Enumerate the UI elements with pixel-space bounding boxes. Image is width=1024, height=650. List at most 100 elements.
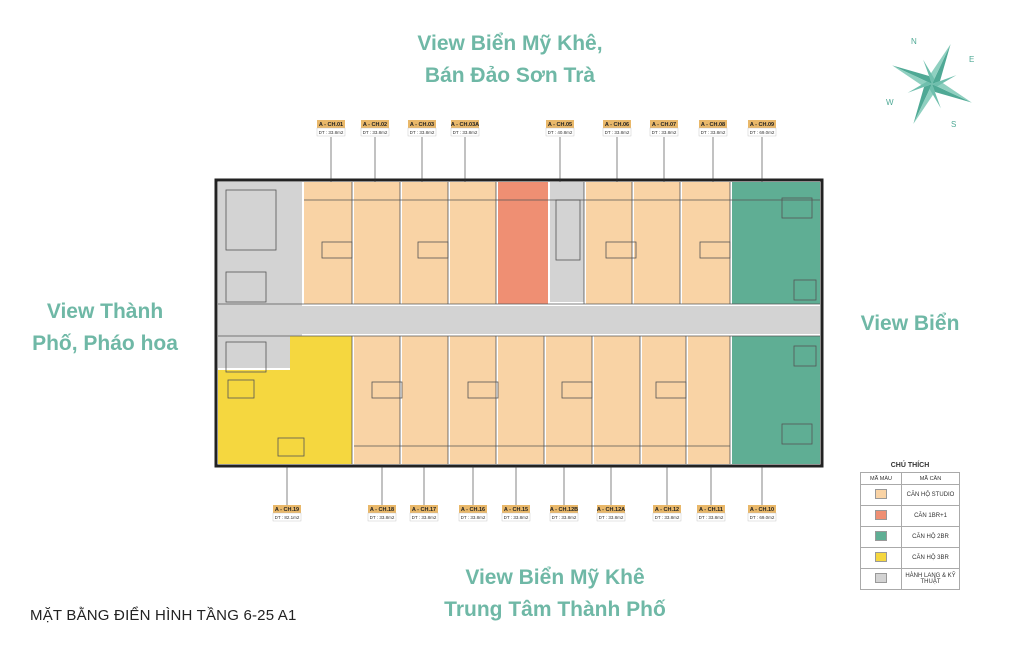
tag-code-bg [653,505,681,513]
tag-area: DT : 33.8m2 [701,130,726,135]
tag-area-bg [698,127,728,137]
view-right-label: View Biển [860,312,960,335]
view-bottom-line1: View Biển Mỹ Khê [465,566,645,589]
core-left [218,182,302,368]
tag-area-bg [407,127,437,137]
tag-code-bg [597,505,625,513]
unit-ch18 [354,336,400,464]
tag-code: A - CH.07 [652,122,676,128]
tag-code-bg [451,120,479,128]
tag-code: A - CH.02 [363,122,387,128]
unit-ch12a [594,336,640,464]
tag-area-bg [596,512,626,522]
legend: CHÚ THÍCH MÃ MÀU MÃ CĂN CĂN HỘ STUDIO CĂ… [860,462,960,590]
legend-swatch [875,552,887,562]
tag-area: DT : 33.8m2 [552,515,577,520]
tag-code: A - CH.12A [597,507,625,513]
tag-code-bg [317,120,345,128]
view-top-label: View Biển Mỹ Khê, Bán Đảo Sơn Trà [340,28,680,92]
legend-swatch [875,510,887,520]
tag-area: DT : 69.0m2 [750,515,775,520]
tag-area-bg [458,512,488,522]
tag-code: A - CH.08 [701,122,725,128]
unit-tag-top-7: A - CH.08 DT : 33.8m2 [698,120,728,182]
tag-code: A - CH.06 [605,122,629,128]
unit-ch19 [218,370,352,464]
unit-ch15 [498,336,544,464]
unit-ch03a [450,182,496,304]
legend-col-color: MÃ MÀU [860,472,902,485]
tag-code-bg [603,120,631,128]
tag-code-bg [410,505,438,513]
tag-area: DT : 33.8m2 [599,515,624,520]
tag-area-bg [602,127,632,137]
tag-code: A - CH.18 [370,507,394,513]
tag-code: A - CH.11 [699,507,723,513]
unit-ch01 [304,182,352,304]
unit-ch03 [402,182,448,304]
legend-label: CĂN 1BR+1 [901,505,960,527]
tag-area: DT : 33.8m2 [461,515,486,520]
tag-area-bg [316,127,346,137]
tag-area-bg [652,512,682,522]
legend-label: CĂN HỘ 2BR [901,526,960,548]
tag-code-bg [748,505,776,513]
view-left-line2: Phố, Pháo hoa [32,332,178,355]
compass-w: W [886,98,894,107]
legend-swatch [875,489,887,499]
compass-rose-icon: N E S W [882,34,982,139]
tag-area-bg [545,127,575,137]
unit-tag-bottom-9: A - CH.10 DT : 69.0m2 [747,466,777,522]
tag-area-bg [360,127,390,137]
tag-code-bg [748,120,776,128]
unit-ch12b [546,336,592,464]
tag-area: DT : 33.8m2 [363,130,388,135]
tag-area: DT : 33.8m2 [453,130,478,135]
tag-area: DT : 33.8m2 [319,130,344,135]
tag-code-bg [502,505,530,513]
view-left-label: View Thành Phố, Pháo hoa [0,296,210,360]
legend-label: CĂN HỘ STUDIO [901,484,960,506]
unit-ch02 [354,182,400,304]
tag-code: A - CH.12 [655,507,679,513]
unit-ch10 [732,336,820,464]
tag-area: DT : 33.8m2 [410,130,435,135]
unit-ch08 [682,182,730,304]
unit-tag-bottom-3: A - CH.16 DT : 33.8m2 [458,466,488,522]
tag-code: A - CH.10 [750,507,774,513]
tag-area-bg [747,512,777,522]
tag-area: DT : 33.8m2 [504,515,529,520]
legend-col-code: MÃ CĂN [901,472,960,485]
compass-s: S [951,120,956,129]
view-top-line2: Bán Đảo Sơn Trà [424,64,596,87]
tag-code-bg [699,120,727,128]
tag-code-bg [546,120,574,128]
corridor [218,306,820,334]
plan-title: MẶT BẰNG ĐIỂN HÌNH TẦNG 6-25 A1 [30,607,297,624]
tag-area-bg [696,512,726,522]
tag-area-bg [272,512,302,522]
tag-code: A - CH.17 [412,507,436,513]
unit-tag-bottom-6: A - CH.12A DT : 33.8m2 [596,466,626,522]
tag-area: DT : 33.8m2 [605,130,630,135]
legend-swatch [875,531,887,541]
unit-ch07 [634,182,680,304]
tag-area: DT : 33.8m2 [370,515,395,520]
unit-ch05 [498,182,548,304]
legend-label: CĂN HỘ 3BR [901,547,960,569]
unit-ch12 [642,336,686,464]
view-bottom-line2: Trung Tâm Thành Phố [444,598,666,621]
unit-ch09 [732,182,820,304]
tag-area: DT : 82.1m2 [275,515,300,520]
tag-area-bg [409,512,439,522]
tag-code: A - CH.16 [461,507,485,513]
